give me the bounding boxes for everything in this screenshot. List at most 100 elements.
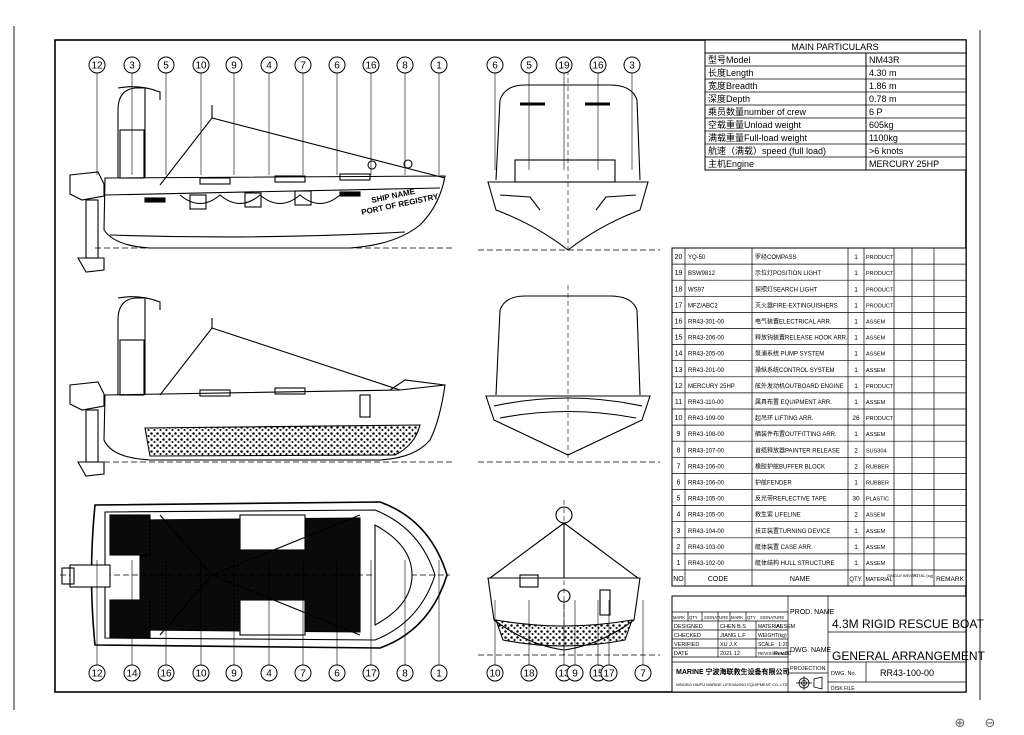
zoom-in-icon[interactable]: ⊕ bbox=[954, 716, 966, 731]
side-profile-view bbox=[69, 86, 455, 273]
balloon-9: 9 bbox=[225, 56, 243, 175]
part-code: RR43-201-00 bbox=[688, 368, 725, 374]
part-no: 3 bbox=[677, 528, 681, 535]
tb-dwg-name-label: DWG. NAME bbox=[790, 647, 832, 654]
balloon-label: 9 bbox=[572, 669, 578, 680]
balloon-16: 16 bbox=[157, 560, 175, 682]
sig-header-cell: MARK bbox=[731, 615, 743, 620]
part-material: ASSEM bbox=[866, 400, 886, 406]
part-material: PRODUCT bbox=[866, 416, 894, 422]
part-code: RR43-109-00 bbox=[688, 416, 725, 422]
part-no: 20 bbox=[675, 254, 683, 261]
balloon-label: 16 bbox=[365, 61, 377, 72]
sig-header-cell: MARK bbox=[673, 615, 685, 620]
part-qty: 1 bbox=[854, 335, 858, 342]
part-name: 护舷FENDER bbox=[755, 479, 792, 487]
part-name: 艇体结构 HULL STRUCTURE bbox=[755, 559, 834, 567]
tb-disk-file-label: DISK FILE bbox=[831, 686, 855, 692]
rear-view bbox=[478, 500, 660, 656]
balloon-label: 6 bbox=[492, 61, 498, 72]
balloon-17: 17 bbox=[362, 560, 380, 682]
part-qty: 1 bbox=[854, 399, 858, 406]
part-name: 电气装置ELECTRICAL ARR. bbox=[755, 318, 832, 326]
balloon-6: 6 bbox=[328, 560, 346, 682]
tb-dwg-no: RR43-100-00 bbox=[880, 668, 934, 678]
part-no: 8 bbox=[677, 447, 681, 454]
balloon-10: 10 bbox=[192, 56, 210, 175]
parts-header-single: SINGLE WEIGHT bbox=[887, 573, 919, 578]
tb-material-label: MATERIAL bbox=[758, 624, 783, 630]
balloon-1: 1 bbox=[430, 56, 448, 175]
part-qty: 2 bbox=[854, 447, 858, 454]
balloon-label: 14 bbox=[126, 669, 138, 680]
part-no: 10 bbox=[675, 415, 683, 422]
balloon-7: 7 bbox=[634, 600, 652, 682]
part-no: 19 bbox=[675, 270, 683, 277]
plan-view bbox=[60, 501, 450, 649]
balloon-10: 10 bbox=[486, 600, 504, 682]
part-material: ASSEM bbox=[866, 320, 886, 326]
part-no: 18 bbox=[675, 286, 683, 293]
balloon-3: 3 bbox=[623, 56, 641, 170]
balloon-label: 19 bbox=[558, 61, 570, 72]
parts-header-qty: QTY. bbox=[849, 577, 863, 583]
balloon-6: 6 bbox=[328, 56, 346, 175]
tb-date-value: 2021.12 bbox=[720, 651, 740, 657]
part-material: ASSEM bbox=[866, 561, 886, 567]
balloon-label: 15 bbox=[592, 669, 604, 680]
balloon-8: 8 bbox=[396, 56, 414, 175]
part-name: 泵浦系统 PUMP SYSTEM bbox=[755, 350, 824, 358]
balloon-label: 16 bbox=[160, 669, 172, 680]
balloon-label: 13 bbox=[558, 669, 570, 680]
balloon-label: 6 bbox=[334, 61, 340, 72]
zoom-out-icon[interactable]: ⊖ bbox=[984, 716, 996, 731]
part-qty: 1 bbox=[854, 544, 858, 551]
balloon-label: 17 bbox=[603, 669, 615, 680]
part-material: ASSEM bbox=[866, 336, 886, 342]
particular-label: 型号Model bbox=[708, 55, 751, 65]
tb-designed-name: CHEN B.S bbox=[720, 624, 746, 630]
part-qty: 1 bbox=[854, 560, 858, 567]
balloon-label: 9 bbox=[231, 61, 237, 72]
balloon-label: 9 bbox=[231, 669, 237, 680]
part-name: 灭火器FIRE-EXTINGUISHERS bbox=[755, 302, 838, 309]
balloon-12: 12 bbox=[88, 56, 106, 175]
balloon-label: 8 bbox=[402, 669, 408, 680]
part-code: RR43-301-00 bbox=[688, 320, 725, 326]
balloon-17: 17 bbox=[600, 600, 618, 682]
part-material: PLASTIC bbox=[866, 497, 889, 503]
part-no: 9 bbox=[677, 431, 681, 438]
balloon-7: 7 bbox=[294, 560, 312, 682]
balloon-label: 3 bbox=[129, 61, 135, 72]
part-no: 15 bbox=[675, 335, 683, 342]
parts-header-remark: REMARK bbox=[936, 576, 964, 583]
part-code: RR43-105-00 bbox=[688, 513, 725, 519]
part-no: 12 bbox=[675, 383, 683, 390]
part-name: 示位灯POSITION LIGHT bbox=[755, 269, 821, 277]
part-code: MFZ/ABC2 bbox=[688, 303, 718, 309]
tb-dwg-name: GENERAL ARRANGEMENT bbox=[832, 649, 986, 663]
particular-value: 605kg bbox=[869, 120, 894, 130]
balloon-label: 4 bbox=[266, 669, 272, 680]
tb-date-label: DATE bbox=[674, 651, 689, 657]
balloon-label: 10 bbox=[195, 669, 207, 680]
part-qty: 1 bbox=[854, 302, 858, 309]
balloon-label: 8 bbox=[402, 61, 408, 72]
balloon-label: 7 bbox=[640, 669, 646, 680]
part-code: RR43-106-00 bbox=[688, 481, 725, 487]
part-name: 救生索 LIFELINE bbox=[755, 511, 801, 519]
parts-header-total: TOTAL (kg) bbox=[913, 573, 934, 578]
part-material: PRODUCT bbox=[866, 271, 894, 277]
part-qty: 1 bbox=[854, 270, 858, 277]
tb-revision-label: REVISION NO. bbox=[758, 651, 789, 656]
balloon-1: 1 bbox=[430, 560, 448, 682]
front-section-view bbox=[478, 285, 660, 463]
part-code: RR43-205-00 bbox=[688, 352, 725, 358]
balloon-4: 4 bbox=[260, 560, 278, 682]
part-material: ASSEM bbox=[866, 529, 886, 535]
